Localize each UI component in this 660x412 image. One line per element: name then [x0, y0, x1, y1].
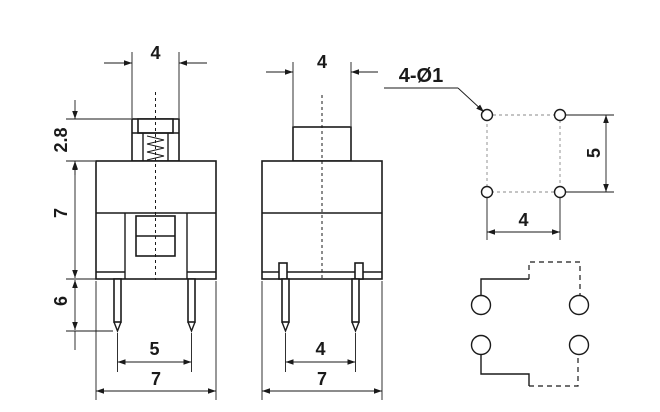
front-dim-7v-label: 7 — [51, 208, 71, 218]
front-dim-6-label: 6 — [51, 296, 71, 306]
schematic-terminal-bottom-left — [470, 334, 492, 356]
side-pin-right — [351, 278, 360, 323]
schematic-conductor-bottom — [480, 355, 530, 386]
side-foot-left — [278, 262, 288, 280]
front-dimensions: 4 2.8 7 6 5 7 — [51, 43, 217, 400]
front-dim-5-label: 5 — [149, 339, 159, 359]
side-foot-right — [354, 262, 364, 280]
front-dim-7h-label: 7 — [151, 369, 161, 389]
front-pin-right-tip — [187, 321, 196, 333]
schematic-conductor-top — [480, 278, 529, 296]
hole-layout: 4-Ø1 5 4 — [384, 65, 614, 240]
schematic-dashed-top — [528, 261, 581, 296]
schematic-terminal-top-left — [470, 294, 492, 316]
side-pin-right-tip — [351, 321, 360, 333]
hole-grid — [486, 114, 561, 193]
hole-dim-4-label: 4 — [518, 210, 528, 230]
front-dim-top-label: 4 — [150, 43, 160, 63]
side-dim-top-label: 4 — [317, 52, 327, 72]
hole-bottom-right — [553, 185, 567, 199]
front-pin-left — [113, 278, 122, 323]
side-view — [261, 95, 383, 333]
side-dimensions: 4 4 7 — [261, 52, 383, 400]
front-pin-left-tip — [113, 321, 122, 333]
side-pin-left — [281, 278, 290, 323]
schematic-dashed-bottom — [529, 355, 579, 387]
front-spring — [146, 135, 165, 161]
front-dim-28-label: 2.8 — [51, 127, 71, 152]
schematic — [470, 261, 590, 387]
hole-dim-5-label: 5 — [584, 148, 604, 158]
side-dim-7-label: 7 — [317, 369, 327, 389]
side-housing — [261, 160, 383, 280]
front-view — [95, 92, 217, 333]
hole-bottom-left — [480, 185, 494, 199]
side-pin-left-tip — [281, 321, 290, 333]
hole-top-left — [480, 108, 494, 122]
hole-note-leader-arrow — [457, 87, 485, 113]
hole-top-right — [553, 108, 567, 122]
schematic-terminal-bottom-right — [568, 334, 590, 356]
hole-note-label: 4-Ø1 — [399, 65, 443, 87]
schematic-terminal-top-right — [568, 294, 590, 316]
front-pin-right — [187, 278, 196, 323]
side-dim-4-label: 4 — [315, 339, 325, 359]
